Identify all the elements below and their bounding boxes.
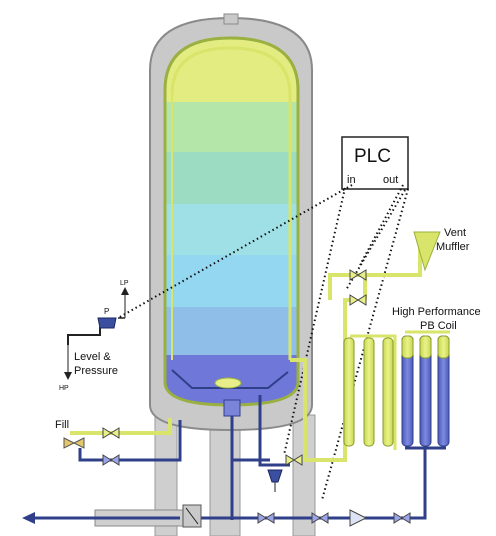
internal-sparger <box>214 377 242 389</box>
internal-vapor-line <box>170 46 292 360</box>
hp-label: HP <box>59 385 69 392</box>
coil-label-2: PB Coil <box>420 320 457 332</box>
vent-muffler-icon <box>413 231 441 272</box>
vent-valves <box>349 269 367 306</box>
plc-in-label: in <box>347 174 356 186</box>
vessel-band-band-5 <box>165 255 298 307</box>
inner-vessel-wall <box>163 36 300 407</box>
plc-box <box>341 136 409 190</box>
flow-arrow-icon <box>22 512 35 524</box>
coil-label-1: High Performance <box>392 306 481 318</box>
discharge-line <box>22 504 202 528</box>
vessel-band-band-6 <box>165 307 298 355</box>
level-pressure-instrument: P LP HP <box>59 280 129 392</box>
signal-lines <box>117 184 409 501</box>
fill-valve-icon <box>63 437 85 449</box>
bottom-valves <box>257 509 411 527</box>
vessel-band-band-3 <box>165 152 298 204</box>
lp-label: LP <box>120 280 129 287</box>
gauge-label: P <box>104 307 109 316</box>
gauge-icon <box>97 317 117 329</box>
vessel-band-band-2 <box>165 102 298 152</box>
vessel-band-band-4 <box>165 204 298 255</box>
vent-label-1: Vent <box>444 227 466 239</box>
fill-label: Fill <box>55 419 69 431</box>
bottom-outlet <box>223 399 241 417</box>
pb-coil <box>343 330 450 450</box>
level-pressure-label-2: Pressure <box>74 365 118 377</box>
plc-title: PLC <box>354 146 391 167</box>
inner-vessel <box>165 38 298 405</box>
top-nozzle <box>223 13 239 25</box>
plc-out-label: out <box>383 174 398 186</box>
pb-regulator-icon <box>267 454 303 492</box>
level-pressure-label-1: Level & <box>74 351 111 363</box>
valve-icon <box>102 427 120 466</box>
vent-label-2: Muffler <box>436 241 470 253</box>
